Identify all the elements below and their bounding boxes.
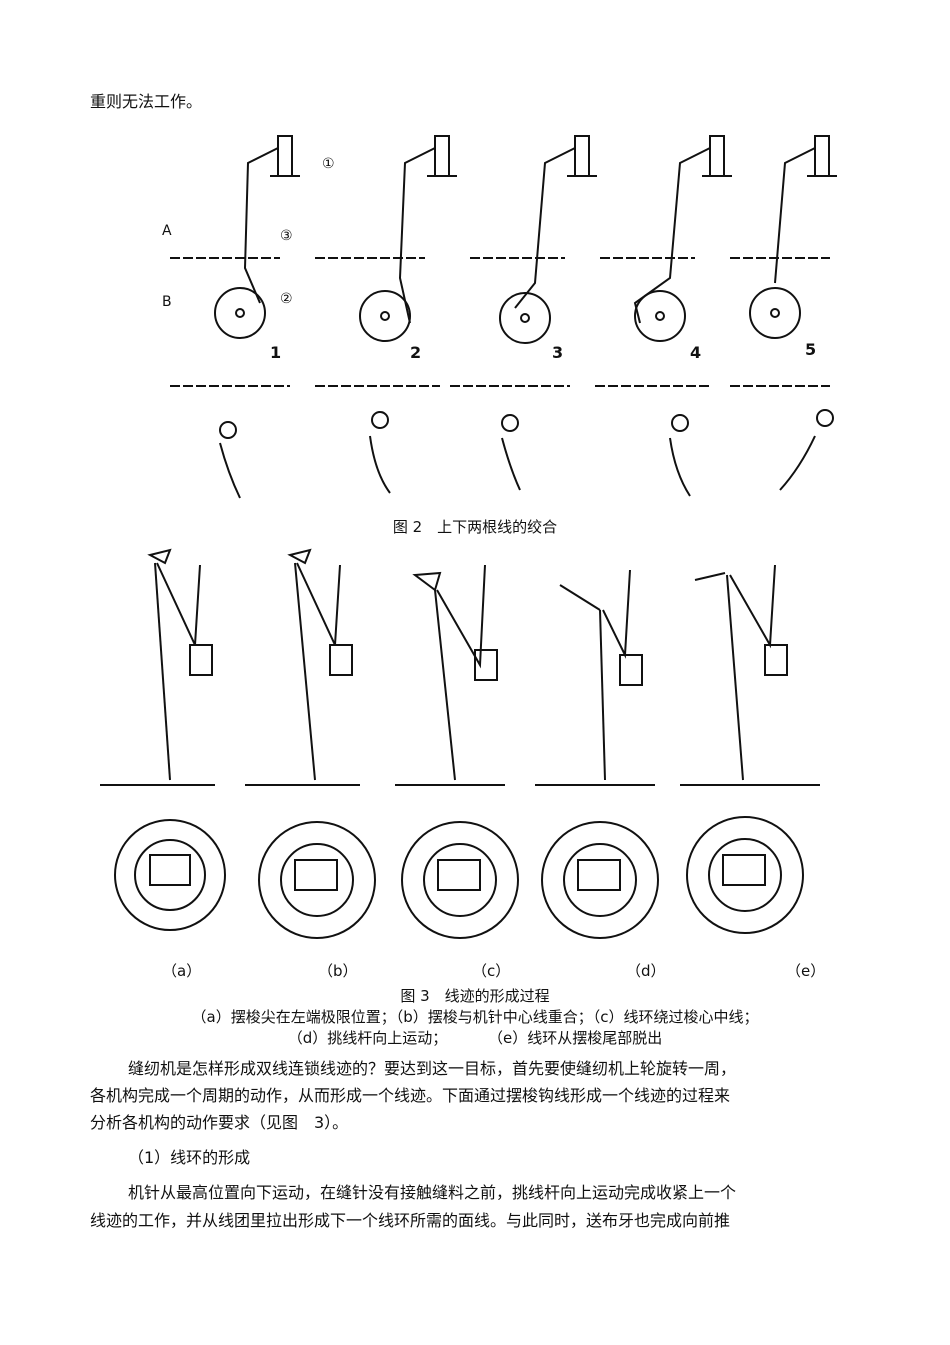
para2-line1: 机针从最高位置向下运动，在缝针没有接触缝料之前，挑线杆向上运动完成收紧上一个 xyxy=(128,1183,737,1202)
fig3-sublabels: （a） （b） （c） （d） （e） xyxy=(0,960,950,982)
fig3-panel-c xyxy=(395,564,519,939)
fig3-desc-d: （d）挑线杆向上运动； xyxy=(287,1029,448,1047)
fig3-label-e: （e） xyxy=(786,962,826,980)
fig3-caption: 图 3 线迹的形成过程 xyxy=(400,987,550,1005)
fig2-step-3: 3 xyxy=(552,343,563,362)
fig2-stage-1 xyxy=(170,135,300,339)
fig2-step-1: 1 xyxy=(270,343,281,362)
fig3-panel-b xyxy=(245,548,376,939)
fig3-panel-d xyxy=(535,569,659,939)
fig2-stage-3 xyxy=(470,135,597,344)
fig2-stage-5 xyxy=(730,135,837,339)
fig2-step-4: 4 xyxy=(690,343,701,362)
fig2-callout-1: ① xyxy=(322,156,335,172)
fig3-panel-a xyxy=(100,548,226,931)
fig3-label-b: （b） xyxy=(318,962,358,980)
para1-line3: 分析各机构的动作要求（见图 3）。 xyxy=(90,1113,349,1132)
fig2-step-5: 5 xyxy=(805,340,816,359)
fig2-bottom-row xyxy=(170,385,834,499)
fig3-label-a: （a） xyxy=(162,962,202,980)
fig3-desc-line2: （d）挑线杆向上运动； （e）线环从摆梭尾部脱出 xyxy=(0,1027,950,1048)
section-heading: （1）线环的形成 xyxy=(128,1148,251,1167)
fig2-caption: 图 2 上下两根线的绞合 xyxy=(392,518,558,536)
fig3-label-c: （c） xyxy=(472,962,511,980)
fig2-stage-4 xyxy=(600,135,732,342)
fig2-callout-a: A xyxy=(162,223,172,239)
fig2-callout-b: B xyxy=(162,294,172,310)
top-line: 重则无法工作。 xyxy=(90,92,203,111)
figure-3-stitch-formation xyxy=(100,548,820,939)
fig3-desc-line1: （a）摆梭尖在左端极限位置；（b）摆梭与机针中心线重合；（c）线环绕过梭心中线； xyxy=(191,1008,759,1026)
fig3-desc-e: （e）线环从摆梭尾部脱出 xyxy=(488,1029,663,1047)
fig2-callout-2: ② xyxy=(280,291,293,307)
para1-line1: 缝纫机是怎样形成双线连锁线迹的？要达到这一目标，首先要使缝纫机上轮旋转一周， xyxy=(128,1059,737,1078)
fig2-callout-3: ③ xyxy=(280,228,293,244)
fig3-panel-e xyxy=(680,564,820,934)
fig2-step-2: 2 xyxy=(410,343,421,362)
para1-line2: 各机构完成一个周期的动作，从而形成一个线迹。下面通过摆梭钩线形成一个线迹的过程来 xyxy=(90,1086,731,1105)
fig2-stage-2 xyxy=(315,135,457,342)
para2-line2: 线迹的工作，并从线团里拉出形成下一个线环所需的面线。与此同时，送布牙也完成向前推 xyxy=(90,1211,731,1230)
fig3-label-d: （d） xyxy=(626,962,666,980)
figure-2-thread-interlock: ① ② ③ A B 1 2 3 4 5 xyxy=(162,135,837,499)
